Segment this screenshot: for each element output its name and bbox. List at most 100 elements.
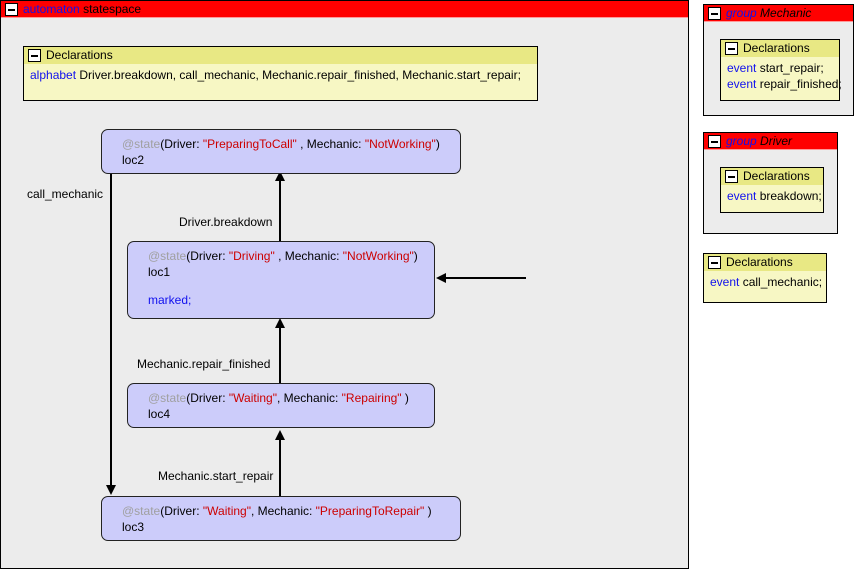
group-mechanic-titlebar[interactable]: group Mechanic <box>704 5 853 22</box>
edge-call-mechanic-arrowhead <box>106 485 116 495</box>
state-loc-name: loc2 <box>122 153 145 167</box>
minus-icon[interactable] <box>5 3 18 16</box>
edge-start-repair-arrowhead <box>275 430 285 440</box>
state-mechanic-value: "Repairing" <box>341 391 402 405</box>
state-mid: , Mechanic: <box>250 504 316 518</box>
declarations-title: Declarations <box>46 48 113 62</box>
edge-repair-finished-arrowhead <box>275 318 285 328</box>
state-keyword: @state <box>122 137 161 151</box>
event-keyword: event <box>727 77 757 91</box>
minus-icon[interactable] <box>708 256 721 269</box>
group-name: Driver <box>760 134 793 148</box>
state-node-loc4[interactable]: @state(Driver: "Waiting", Mechanic: "Rep… <box>127 383 435 428</box>
declarations-title: Declarations <box>743 41 810 55</box>
state-driver-value: "PreparingToCall" <box>202 137 297 151</box>
state-loc-name: loc1 <box>148 265 171 279</box>
edge-start-repair-line <box>279 438 281 496</box>
state-mechanic-value: "PreparingToRepair" <box>315 504 425 518</box>
state-open-paren: (Driver: <box>160 504 203 518</box>
edge-driver-breakdown-arrowhead <box>275 171 285 181</box>
edge-initial-arrowhead <box>436 273 446 283</box>
state-node-loc2[interactable]: @state(Driver: "PreparingToCall" , Mecha… <box>101 129 461 174</box>
state-marked-flag: marked; <box>148 293 192 307</box>
state-signature-loc4: @state(Driver: "Waiting", Mechanic: "Rep… <box>148 390 424 406</box>
state-close-paren: ) <box>435 137 440 151</box>
state-driver-value: "Waiting" <box>228 391 277 405</box>
automaton-name: statespace <box>83 2 142 16</box>
state-open-paren: (Driver: <box>160 137 203 151</box>
event-keyword: event <box>710 275 740 289</box>
state-close-paren: ) <box>413 249 418 263</box>
event-name: repair_finished; <box>759 77 842 91</box>
automaton-titlebar[interactable]: automaton statespace <box>1 1 688 18</box>
group-mechanic-title: group Mechanic <box>726 6 811 21</box>
state-signature-loc1: @state(Driver: "Driving" , Mechanic: "No… <box>148 248 424 264</box>
minus-icon[interactable] <box>725 170 738 183</box>
event-line: event call_mechanic; <box>710 274 823 290</box>
alphabet-list: Driver.breakdown, call_mechanic, Mechani… <box>79 68 521 82</box>
automaton-keyword: automaton <box>23 2 80 16</box>
event-line: event start_repair; <box>727 60 833 76</box>
automaton-title: automaton statespace <box>23 2 141 17</box>
declarations-header[interactable]: Declarations <box>704 254 826 271</box>
state-signature-loc3: @state(Driver: "Waiting", Mechanic: "Pre… <box>122 503 450 519</box>
state-mid: , Mechanic: <box>276 391 342 405</box>
state-node-loc1[interactable]: @state(Driver: "Driving" , Mechanic: "No… <box>127 241 435 319</box>
declarations-body: alphabet Driver.breakdown, call_mechanic… <box>24 64 537 87</box>
group-mechanic-declarations-box: Declarations event start_repair; event r… <box>720 39 842 101</box>
automaton-declarations-box: Declarations alphabet Driver.breakdown, … <box>23 46 538 101</box>
edge-label-driver-breakdown: Driver.breakdown <box>179 215 273 229</box>
alphabet-line: alphabet Driver.breakdown, call_mechanic… <box>30 67 531 83</box>
state-driver-value: "Driving" <box>228 249 275 263</box>
event-name: call_mechanic; <box>742 275 823 289</box>
group-name: Mechanic <box>760 6 812 20</box>
declarations-body: event breakdown; <box>721 185 823 208</box>
global-declarations-box: Declarations event call_mechanic; <box>703 253 827 303</box>
automaton-panel: automaton statespace Declarations alphab… <box>0 0 689 569</box>
event-name: start_repair; <box>759 61 824 75</box>
state-close-paren: ) <box>401 391 409 405</box>
group-driver-titlebar[interactable]: group Driver <box>704 133 837 150</box>
state-mid: , Mechanic: <box>296 137 365 151</box>
group-panel-driver: group Driver Declarations event breakdow… <box>703 132 838 234</box>
minus-icon[interactable] <box>708 7 721 20</box>
alphabet-keyword: alphabet <box>30 68 77 82</box>
state-open-paren: (Driver: <box>186 391 229 405</box>
declarations-header[interactable]: Declarations <box>721 40 839 57</box>
state-mid: , Mechanic: <box>274 249 343 263</box>
group-keyword: group <box>726 134 757 148</box>
minus-icon[interactable] <box>708 135 721 148</box>
state-mechanic-value: "NotWorking" <box>342 249 414 263</box>
group-keyword: group <box>726 6 757 20</box>
state-open-paren: (Driver: <box>186 249 229 263</box>
state-signature-loc2: @state(Driver: "PreparingToCall" , Mecha… <box>122 136 450 152</box>
state-driver-value: "Waiting" <box>202 504 251 518</box>
event-name: breakdown; <box>759 189 822 203</box>
declarations-body: event start_repair; event repair_finishe… <box>721 57 842 96</box>
state-keyword: @state <box>122 504 161 518</box>
state-spacer <box>148 280 424 292</box>
edge-call-mechanic-line <box>110 173 112 485</box>
declarations-header[interactable]: Declarations <box>721 168 823 185</box>
event-keyword: event <box>727 189 757 203</box>
event-keyword: event <box>727 61 757 75</box>
event-line: event repair_finished; <box>727 76 842 92</box>
edge-label-call-mechanic: call_mechanic <box>27 187 104 201</box>
edge-driver-breakdown-line <box>279 179 281 241</box>
state-keyword: @state <box>148 391 187 405</box>
edge-repair-finished-line <box>279 327 281 383</box>
group-driver-declarations-box: Declarations event breakdown; <box>720 167 824 213</box>
edge-label-repair-finished: Mechanic.repair_finished <box>137 357 271 371</box>
edge-initial-line <box>445 277 526 279</box>
state-mechanic-value: "NotWorking" <box>364 137 436 151</box>
edge-label-start-repair: Mechanic.start_repair <box>158 469 274 483</box>
state-loc-name: loc4 <box>148 407 171 421</box>
minus-icon[interactable] <box>28 49 41 62</box>
declarations-header[interactable]: Declarations <box>24 47 537 64</box>
state-loc-name: loc3 <box>122 520 145 534</box>
state-keyword: @state <box>148 249 187 263</box>
declarations-title: Declarations <box>743 169 810 183</box>
minus-icon[interactable] <box>725 42 738 55</box>
event-line: event breakdown; <box>727 188 822 204</box>
state-node-loc3[interactable]: @state(Driver: "Waiting", Mechanic: "Pre… <box>101 496 461 541</box>
